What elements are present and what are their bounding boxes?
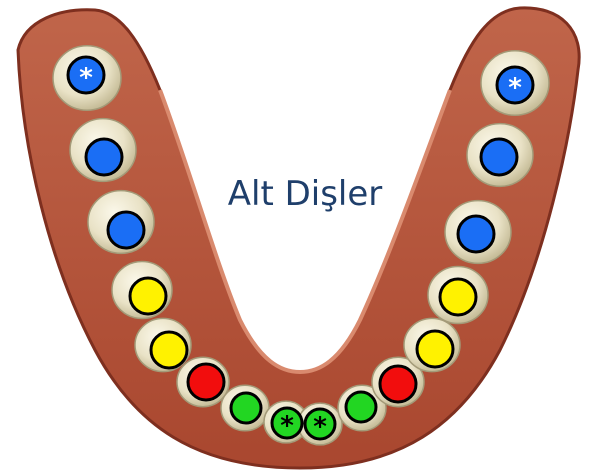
marker-star-right-molar-3: * [508, 73, 522, 103]
marker-left-canine[interactable] [188, 364, 224, 400]
marker-left-premolar-1[interactable] [151, 332, 187, 368]
marker-star-left-incisor-1: * [280, 411, 294, 441]
marker-right-molar-1[interactable] [458, 216, 494, 252]
marker-right-premolar-2[interactable] [440, 279, 476, 315]
marker-right-canine[interactable] [380, 366, 416, 402]
marker-right-incisor-2[interactable] [346, 392, 376, 422]
marker-left-molar-1[interactable] [108, 212, 144, 248]
marker-left-incisor-2[interactable] [231, 393, 261, 423]
marker-star-left-molar-3: * [79, 63, 93, 93]
marker-right-molar-2[interactable] [481, 139, 517, 175]
diagram-title: Alt Dişler [228, 174, 383, 214]
marker-left-molar-2[interactable] [86, 139, 122, 175]
marker-left-premolar-2[interactable] [130, 278, 166, 314]
marker-star-right-incisor-1: * [313, 412, 327, 442]
marker-right-premolar-1[interactable] [417, 331, 453, 367]
